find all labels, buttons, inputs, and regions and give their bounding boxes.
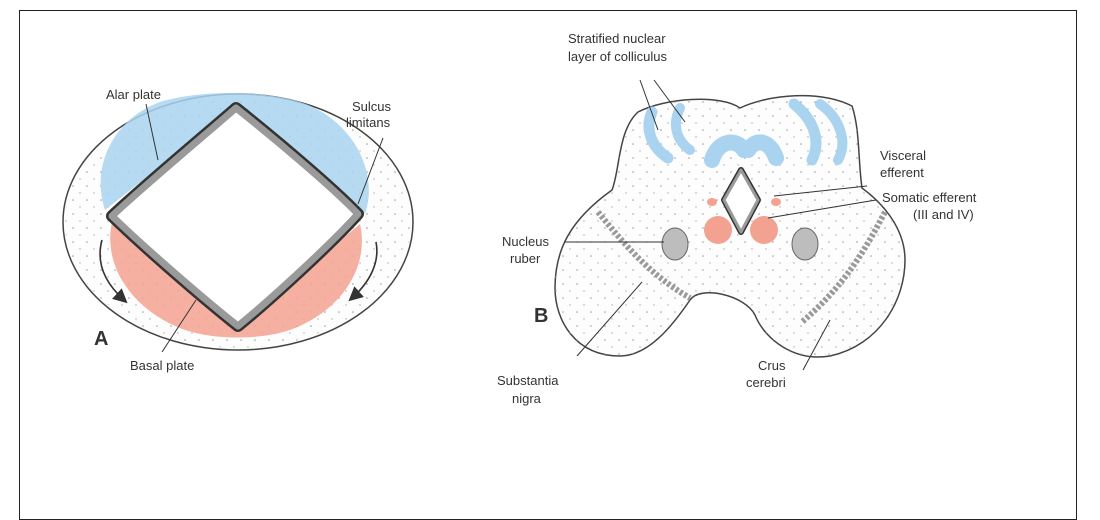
visceral-efferent-nucleus-left bbox=[707, 198, 717, 206]
visceral-efferent-label-line2: efferent bbox=[880, 165, 924, 180]
crus-cerebri-label-line1: Crus bbox=[758, 358, 786, 373]
alar-plate-label: Alar plate bbox=[106, 87, 161, 102]
nucleus-ruber-label-line1: Nucleus bbox=[502, 234, 549, 249]
nucleus-ruber-label-line2: ruber bbox=[510, 251, 541, 266]
somatic-efferent-nucleus-left bbox=[704, 216, 732, 244]
nucleus-ruber-right bbox=[792, 228, 818, 260]
visceral-efferent-label-line1: Visceral bbox=[880, 148, 926, 163]
panel-a-letter: A bbox=[94, 328, 108, 350]
crus-cerebri-label-line2: cerebri bbox=[746, 375, 786, 390]
nucleus-ruber-left bbox=[662, 228, 688, 260]
panel-b-letter: B bbox=[534, 305, 548, 327]
panel-a-diagram: Alar plate Sulcus limitans Basal plate A bbox=[63, 87, 413, 373]
stratified-nuclear-label-line1: Stratified nuclear bbox=[568, 31, 666, 46]
sulcus-limitans-label-line2: limitans bbox=[346, 115, 391, 130]
basal-plate-label: Basal plate bbox=[130, 358, 194, 373]
somatic-efferent-nucleus-right bbox=[750, 216, 778, 244]
somatic-efferent-label-line2: (III and IV) bbox=[913, 207, 974, 222]
stratified-nuclear-label-line2: layer of colliculus bbox=[568, 49, 667, 64]
substantia-nigra-label-line2: nigra bbox=[512, 391, 542, 406]
sulcus-limitans-label-line1: Sulcus bbox=[352, 99, 392, 114]
visceral-efferent-nucleus-right bbox=[771, 198, 781, 206]
somatic-efferent-label-line1: Somatic efferent bbox=[882, 190, 977, 205]
panel-b-diagram: Stratified nuclear layer of colliculus V… bbox=[497, 31, 977, 406]
substantia-nigra-label-line1: Substantia bbox=[497, 373, 559, 388]
